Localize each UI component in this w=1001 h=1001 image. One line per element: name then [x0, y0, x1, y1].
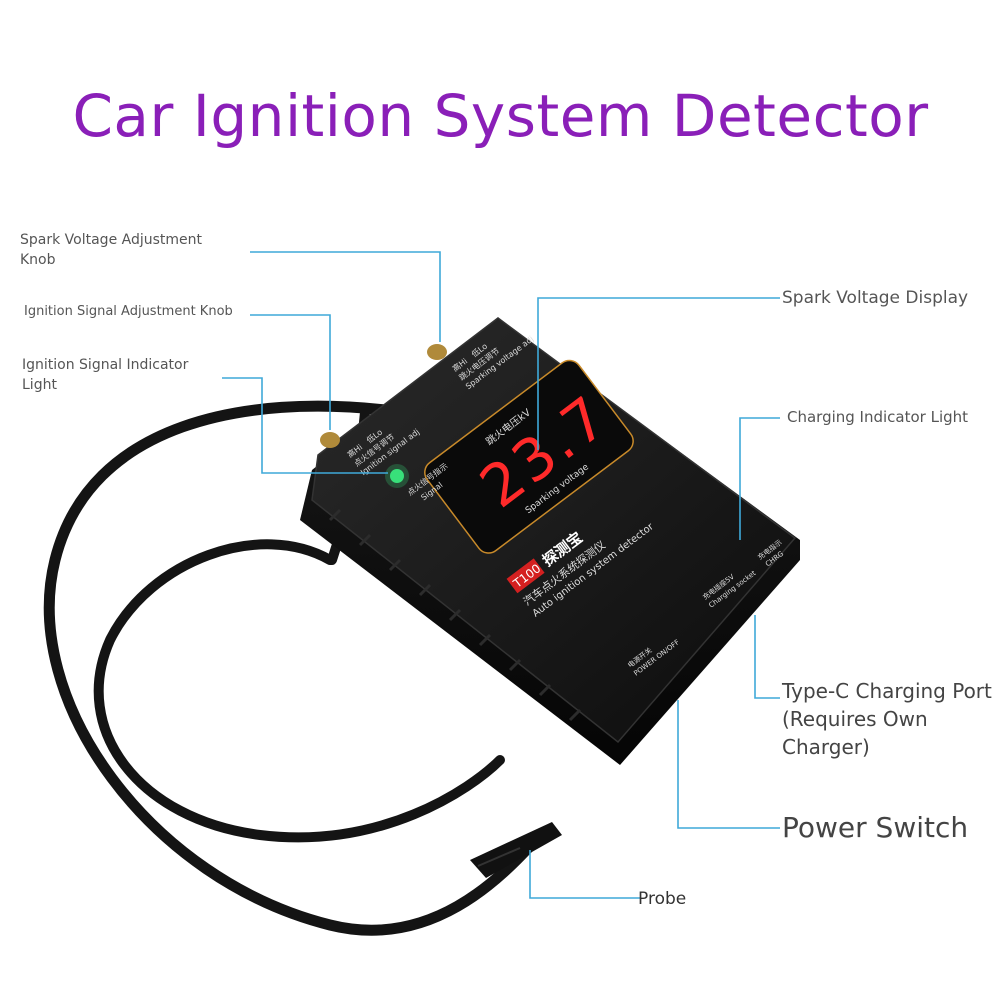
label-ignition-signal-light: Ignition Signal Indicator Light — [22, 357, 189, 393]
model-badge — [506, 558, 545, 594]
detector-device: 23.7 跳火电压kV Sparking voltage 高Hi 低Lo 跳火电… — [300, 317, 800, 765]
label-ignition-signal-knob: Ignition Signal Adjustment Knob — [24, 304, 233, 319]
label-power-switch: Power Switch — [782, 811, 969, 844]
label-charging-indicator-light: Charging Indicator Light — [787, 408, 969, 426]
display-frame — [424, 359, 634, 554]
ignition-signal-knob — [320, 432, 340, 448]
leader-lines — [222, 251, 780, 899]
label-typec-charging-port: Type-C Charging Port (Requires Own Charg… — [782, 679, 992, 759]
label-spark-voltage-knob: Spark Voltage Adjustment Knob — [20, 232, 203, 268]
probe-tip — [470, 822, 562, 878]
spark-voltage-knob — [427, 344, 447, 360]
label-probe: Probe — [638, 889, 687, 909]
signal-led — [390, 469, 404, 483]
label-spark-voltage-display: Spark Voltage Display — [782, 288, 969, 308]
page-title: Car Ignition System Detector — [72, 82, 929, 150]
